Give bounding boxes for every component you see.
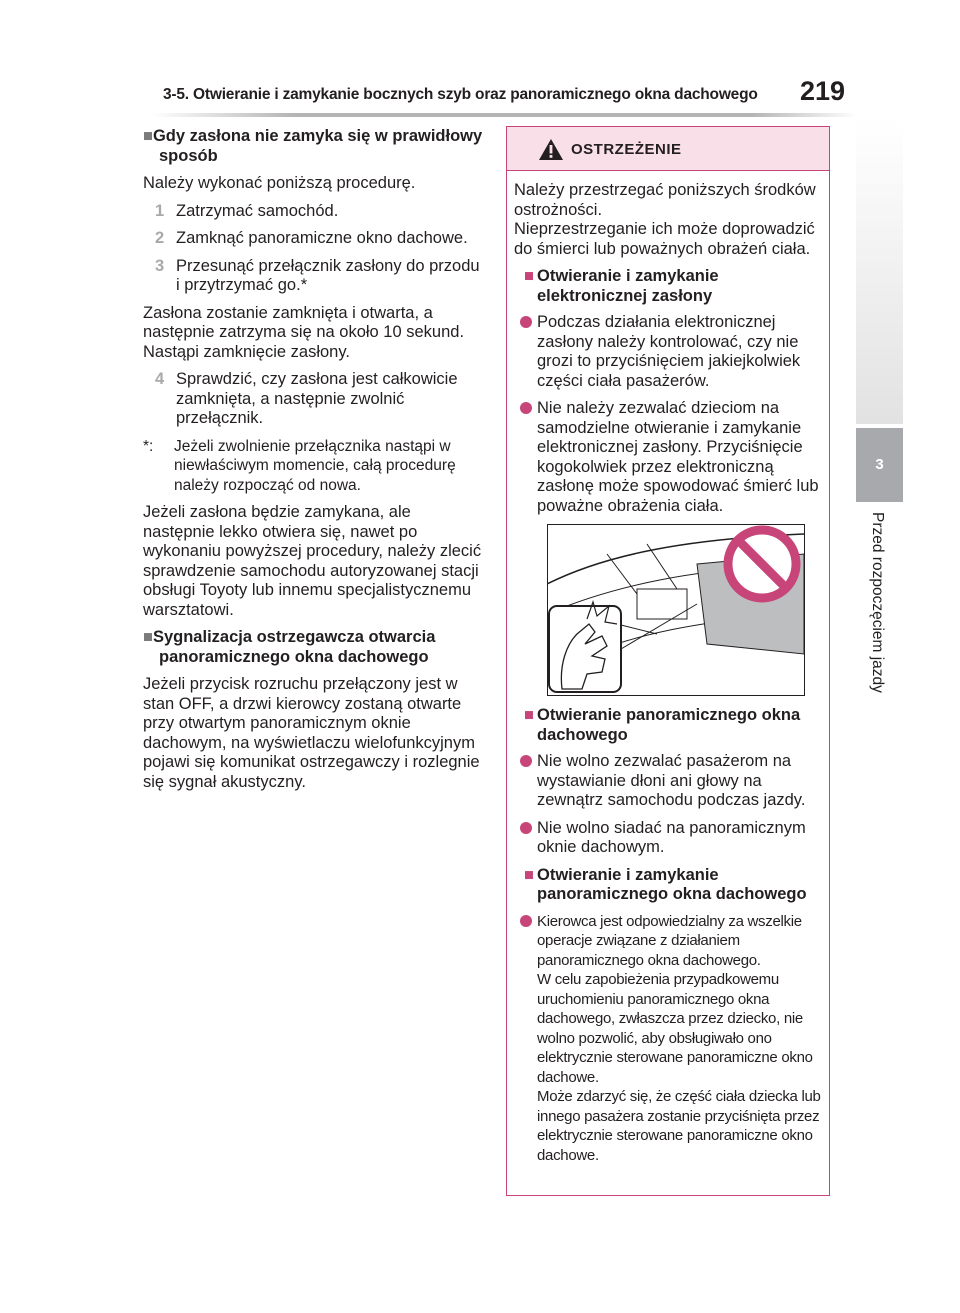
warning-bullet: Podczas działania elektronicznej zasłony… [514, 313, 823, 391]
intro-paragraph: Należy wykonać poniższą procedurę. [143, 174, 416, 192]
footnote: *:Jeżeli zwolnienie przełącznika nastąpi… [143, 437, 456, 494]
page-number: 219 [800, 76, 846, 106]
chapter-title: Przed rozpoczęciem jazdy [869, 512, 886, 693]
square-bullet-icon: ■ [524, 706, 534, 724]
warning-section-heading: ■Otwieranie i zamykanie elektronicznej z… [524, 267, 719, 305]
paragraph: Jeżeli zasłona będzie zamykana, ale nast… [143, 503, 482, 619]
warning-intro: Nieprzestrzeganie ich może doprowadzić d… [514, 220, 815, 258]
side-tab-rule [856, 118, 903, 424]
warning-title: OSTRZEŻENIE [571, 141, 682, 158]
step-result-paragraph: Zasłona zostanie zamknięta i otwarta, a … [143, 303, 465, 361]
section-heading: ■Gdy zasłona nie zamyka się w prawidłowy… [143, 127, 483, 165]
square-bullet-icon: ■ [143, 628, 153, 646]
bullet-dot-icon [520, 914, 532, 927]
warning-bullet: Kierowca jest odpowiedzialny za wszelkie… [514, 912, 823, 1166]
bullet-dot-icon [520, 821, 532, 834]
warning-triangle-icon [539, 139, 563, 160]
warning-body: Należy przestrzegać poniższych środków o… [507, 171, 829, 1165]
warning-box: OSTRZEŻENIE Należy przestrzegać poniższy… [506, 126, 830, 1196]
warning-bullet: Nie należy zezwalać dzieciom na samodzie… [514, 399, 823, 516]
bullet-dot-icon [520, 402, 532, 414]
sunshade-pinch-illustration [546, 524, 805, 696]
chapter-tab: 3 [856, 428, 903, 502]
warning-header: OSTRZEŻENIE [507, 127, 829, 171]
warning-intro: Należy przestrzegać poniższych środków o… [514, 181, 816, 219]
warning-section-heading: ■Otwieranie panoramicznego okna dachoweg… [524, 706, 801, 744]
warning-bullet: Nie wolno zezwalać pasażerom na wystawia… [514, 752, 823, 811]
square-bullet-icon: ■ [524, 267, 534, 285]
left-column: ■Gdy zasłona nie zamyka się w prawidłowy… [143, 127, 483, 800]
running-header: 3-5. Otwieranie i zamykanie bocznych szy… [163, 86, 758, 103]
bullet-dot-icon [520, 316, 532, 328]
warning-bullet: Nie wolno siadać na panoramicznym oknie … [514, 819, 823, 858]
square-bullet-icon: ■ [143, 127, 153, 145]
warning-section-heading: ■Otwieranie i zamykanie panoramicznego o… [524, 865, 807, 904]
bullet-dot-icon [520, 755, 532, 767]
paragraph: Jeżeli przycisk rozruchu przełączony jes… [143, 675, 480, 791]
section-heading: ■Sygnalizacja ostrzegawcza otwarcia pano… [143, 628, 436, 666]
header-rule [152, 113, 857, 117]
square-bullet-icon: ■ [524, 865, 534, 884]
